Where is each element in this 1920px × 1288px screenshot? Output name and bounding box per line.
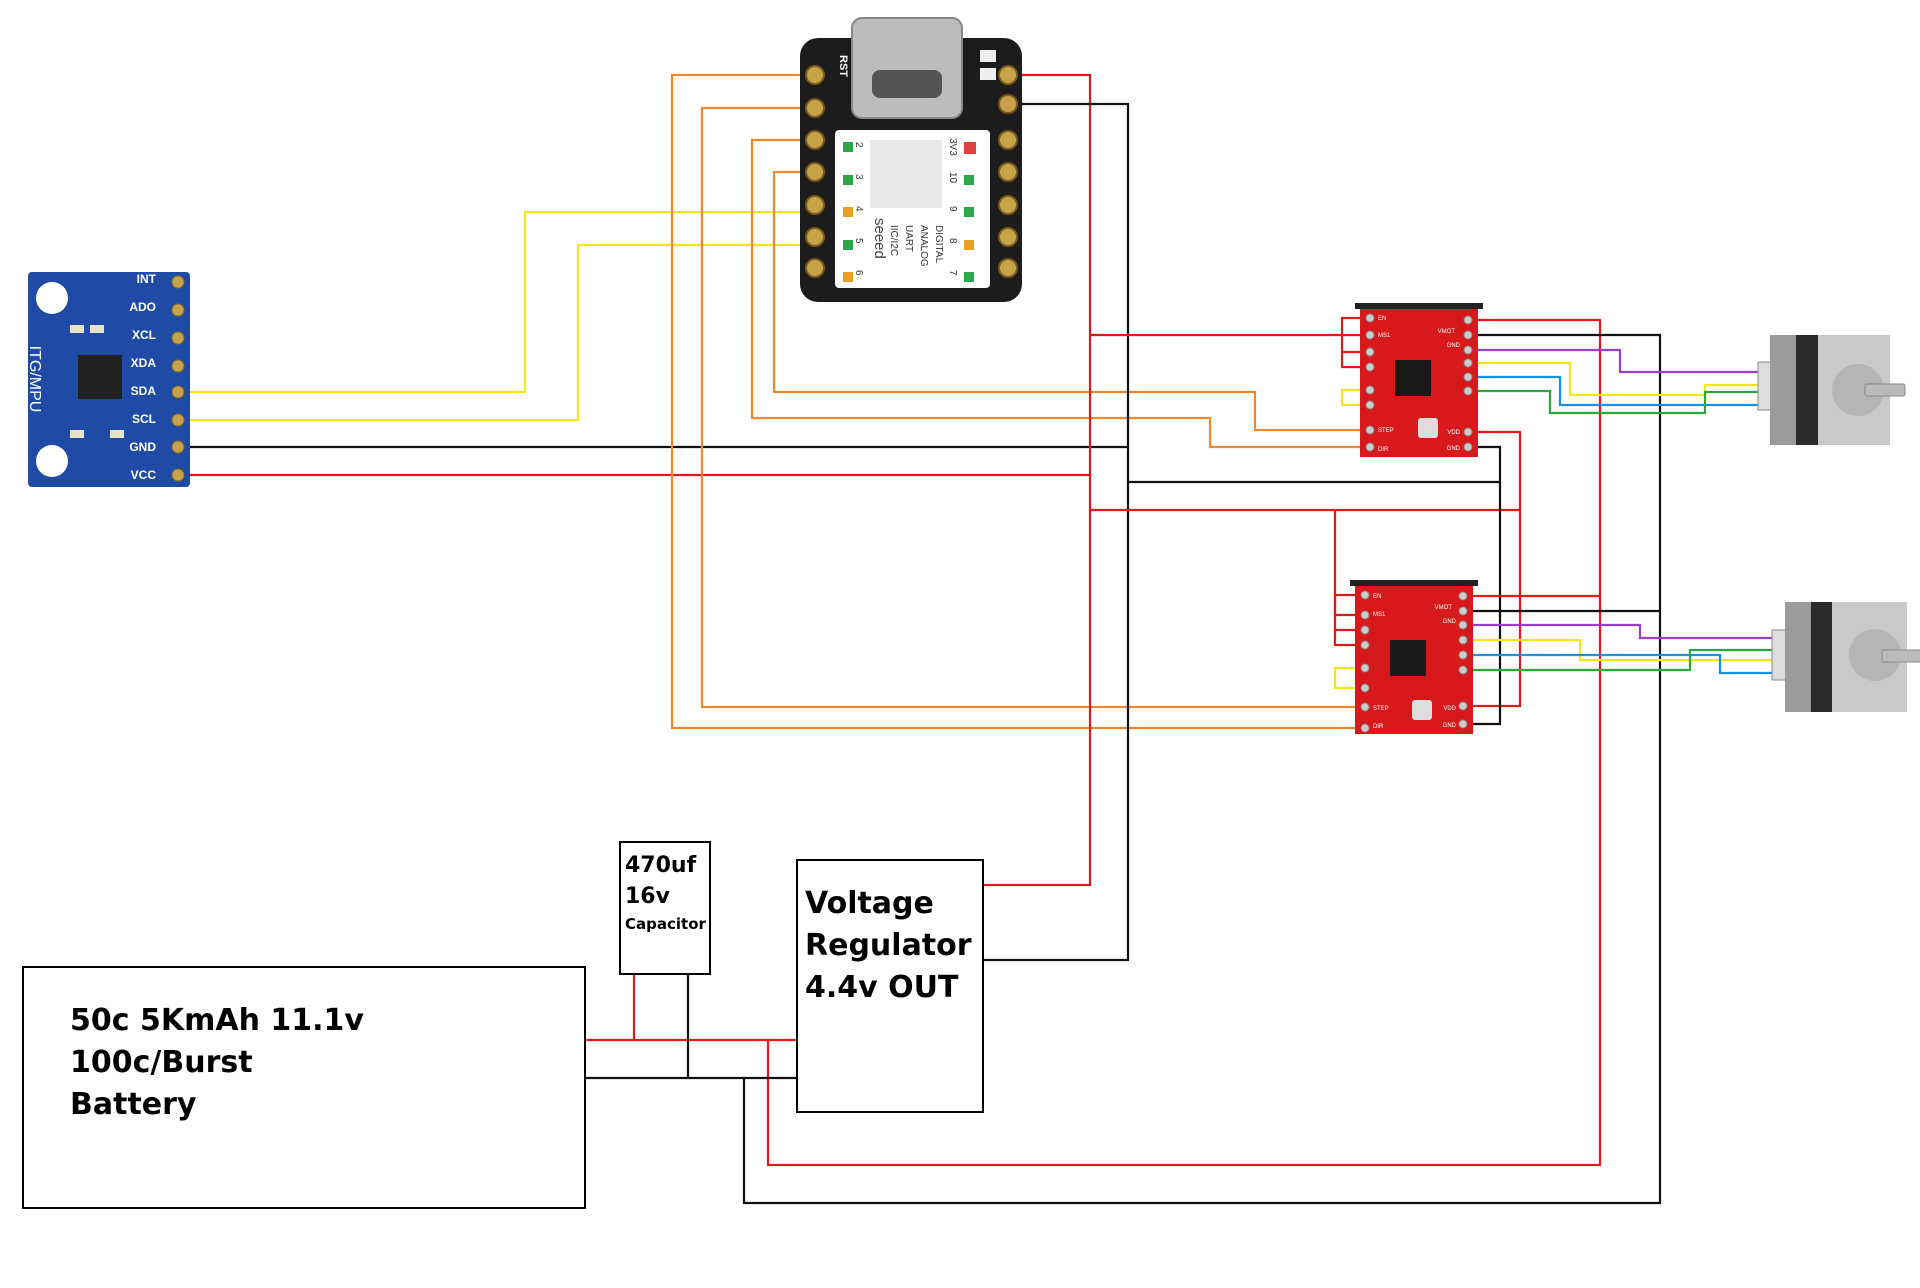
usb-c-connector xyxy=(851,17,963,119)
wire-d2-gnd-r xyxy=(1465,482,1502,726)
pin-num-left: 2 xyxy=(853,142,864,148)
driver-pin-label: STEP xyxy=(1378,428,1394,434)
wire-m1-2b xyxy=(1470,348,1770,374)
capacitor-box: 470uf 16v Capacitor xyxy=(619,841,711,975)
pin-num-left: 6 xyxy=(853,270,864,276)
legend-i2c: IIC/I2C xyxy=(888,225,899,256)
driver-pin-label: GND xyxy=(1447,343,1461,349)
wire-d2-vdd-r xyxy=(1465,510,1522,708)
legend-uart: UART xyxy=(903,225,914,252)
driver-pin-label: VDD xyxy=(1443,706,1456,712)
driver-pin-label: STEP xyxy=(1373,706,1389,712)
wire-d1-vdd-r xyxy=(1090,430,1522,512)
rst-label: RST xyxy=(837,55,849,77)
imu-pin-label: ADO xyxy=(129,300,156,314)
wire-mcu-d0 xyxy=(670,73,1355,730)
capacitor-label: Capacitor xyxy=(625,915,706,933)
imu-pin-label: SDA xyxy=(131,384,157,398)
imu-pin-label: INT xyxy=(137,272,157,286)
legend-analog: ANALOG xyxy=(918,225,929,267)
driver-pin-label: VMOT xyxy=(1435,605,1453,611)
stepper-motor-1 xyxy=(1757,335,1906,445)
imu-pin-label: XCL xyxy=(132,328,156,342)
pin-num-left: 4 xyxy=(853,206,864,212)
legend-digital: DIGITAL xyxy=(933,225,944,264)
pin-num-right: 8 xyxy=(947,238,958,244)
driver-pin-label: VMOT xyxy=(1438,329,1456,335)
driver-pads xyxy=(1365,313,1473,452)
pin-num-right: 10 xyxy=(947,172,958,184)
imu-pin-pads xyxy=(171,275,185,482)
battery-box: 50c 5KmAh 11.1v 100c/Burst Battery xyxy=(22,966,586,1209)
wire-mcu-power xyxy=(983,73,1092,887)
wire-mcu-d2 xyxy=(750,138,1368,449)
imu-chip xyxy=(78,355,122,399)
driver-chip xyxy=(1390,640,1426,676)
driver-pads xyxy=(1360,590,1468,733)
wire-m1-1b xyxy=(1470,389,1770,415)
wire-d2-ms xyxy=(1333,593,1362,647)
imu-mount-hole xyxy=(36,282,68,314)
driver-pin-label: DIR xyxy=(1378,447,1389,453)
wire-m1-1a xyxy=(1470,375,1770,407)
wire-d1-vmot xyxy=(766,318,1602,1167)
stepper-motor-2 xyxy=(1771,602,1920,712)
imu-pin-label: VCC xyxy=(131,468,157,482)
imu-pin-label: XDA xyxy=(131,356,157,370)
imu-name: ITG/MPU xyxy=(26,346,43,413)
regulator-line-2: Regulator xyxy=(805,928,972,963)
driver-chip xyxy=(1395,360,1431,396)
imu-pin-label: GND xyxy=(129,440,156,454)
wire-mcu-d1 xyxy=(700,106,1355,709)
wire-m2-2b xyxy=(1465,623,1785,640)
capacitor-value: 470uf xyxy=(625,853,697,878)
wire-scl xyxy=(180,243,810,422)
driver-pin-label: GND xyxy=(1443,619,1457,625)
capacitor-voltage: 16v xyxy=(625,884,671,909)
battery-line-2: 100c/Burst xyxy=(70,1045,253,1080)
driver-pin-label: MS1 xyxy=(1373,612,1386,618)
driver-pin-label: GND xyxy=(1447,446,1461,452)
battery-line-1: 50c 5KmAh 11.1v xyxy=(70,1003,364,1038)
driver-pin-label: DIR xyxy=(1373,724,1384,730)
microcontroller-board: RST seeed IIC/I2C UART ANALOG DIGITAL 2 … xyxy=(800,17,1022,302)
mcu-brand: seeed xyxy=(871,218,888,259)
imu-mount-hole xyxy=(36,445,68,477)
driver-pin-label: EN xyxy=(1378,316,1386,322)
driver-pin-label: EN xyxy=(1373,594,1381,600)
pin-num-left: 3 xyxy=(853,174,864,180)
imu-pin-label: SCL xyxy=(132,412,156,426)
wire-d2-rst-slp xyxy=(1333,666,1362,690)
wire-mcu-d3 xyxy=(772,170,1368,432)
pin-num-right: 3V3 xyxy=(947,138,958,156)
wire-d1-rst-slp xyxy=(1340,388,1368,407)
regulator-line-1: Voltage xyxy=(805,886,934,921)
driver-pin-label: VDD xyxy=(1447,430,1460,436)
wire-m2-2a xyxy=(1465,638,1785,662)
imu-module: ITG/MPU INT ADO XCL XDA SDA SCL GND VCC xyxy=(26,272,190,487)
wire-m2-1a xyxy=(1465,653,1785,675)
wire-d1-gnd-r xyxy=(1128,445,1502,484)
wire-d1-ms xyxy=(1340,316,1368,369)
wires xyxy=(180,73,1785,1205)
pin-num-right: 7 xyxy=(947,270,958,276)
battery-line-3: Battery xyxy=(70,1087,197,1122)
wire-m2-1b xyxy=(1465,648,1785,672)
wire-d1-gndm xyxy=(742,333,1662,1205)
stepper-driver-1: EN MS1 STEP DIR VMOT GND VDD GND xyxy=(1355,303,1483,457)
wire-mcu-ground xyxy=(983,102,1130,962)
stepper-driver-2: EN MS1 STEP DIR VMOT GND VDD GND xyxy=(1350,580,1478,734)
regulator-line-3: 4.4v OUT xyxy=(805,970,959,1005)
pin-num-right: 9 xyxy=(947,206,958,212)
voltage-regulator-box: Voltage Regulator 4.4v OUT xyxy=(796,859,984,1113)
pin-num-left: 5 xyxy=(853,238,864,244)
mcu-pin-markers xyxy=(843,142,976,282)
wire-m1-2a xyxy=(1470,361,1770,397)
wire-sda xyxy=(180,210,810,394)
driver-pin-label: GND xyxy=(1443,723,1457,729)
mcu-pads xyxy=(805,65,1018,278)
driver-pin-label: MS1 xyxy=(1378,333,1391,339)
